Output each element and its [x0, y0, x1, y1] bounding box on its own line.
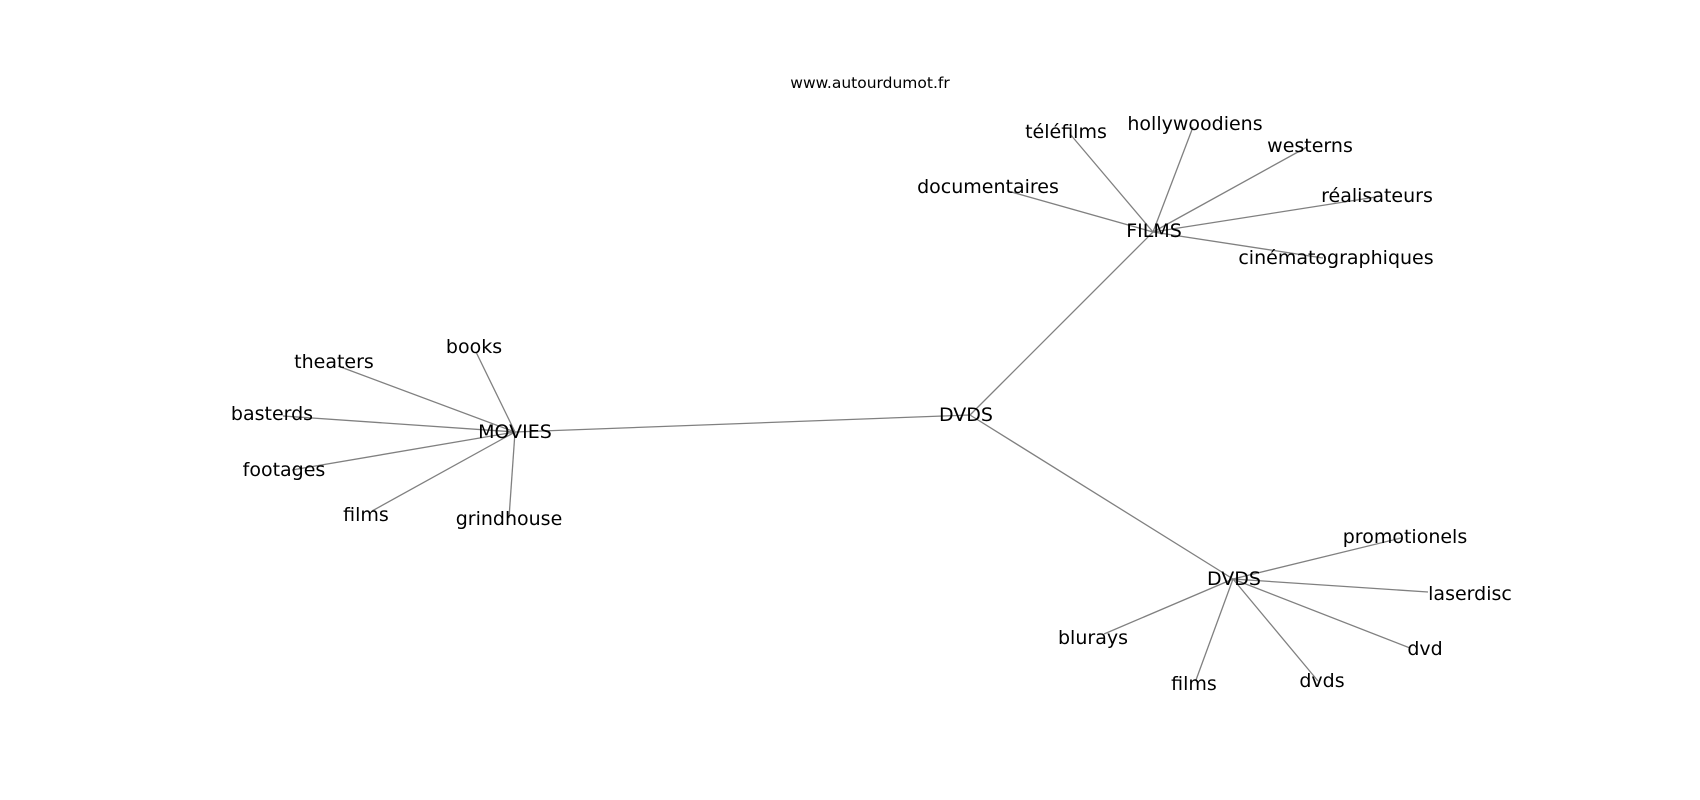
- edge-dvds_center-movies: [514, 414, 971, 433]
- graph-node-labels: DVDS MOVIES FILMS DVDS theaters books basterds…: [231, 113, 1512, 695]
- node-label-dvds-hub: DVDS: [1207, 568, 1261, 590]
- edge-dvds_hub-films_dvds: [1195, 578, 1234, 681]
- node-label-basterds: basterds: [231, 403, 313, 425]
- edge-dvds_center-films_hub: [969, 231, 1154, 416]
- edge-movies-theaters: [337, 365, 516, 433]
- edge-dvds_center-dvds_hub: [969, 414, 1234, 580]
- node-label-dvd: dvd: [1407, 638, 1442, 660]
- edge-movies-films_movies: [371, 431, 516, 512]
- node-label-films-hub: FILMS: [1126, 220, 1182, 242]
- node-label-realisateurs: réalisateurs: [1321, 185, 1433, 207]
- edge-films_hub-cinematographiques: [1152, 231, 1324, 259]
- edge-movies-basterds: [282, 415, 516, 433]
- node-label-hollywoodiens: hollywoodiens: [1127, 113, 1262, 135]
- node-label-books: books: [446, 336, 502, 358]
- node-label-dvds-center: DVDS: [939, 404, 993, 426]
- graph-edges: [282, 126, 1429, 682]
- node-label-westerns: westerns: [1267, 135, 1353, 157]
- edge-films_hub-hollywoodiens: [1152, 126, 1194, 233]
- watermark-text: www.autourdumot.fr: [790, 74, 950, 92]
- edge-films_hub-documentaires: [1007, 190, 1154, 233]
- node-label-films-movies: films: [343, 504, 389, 526]
- edge-movies-grindhouse: [508, 431, 516, 519]
- node-label-grindhouse: grindhouse: [456, 508, 563, 530]
- node-label-movies: MOVIES: [478, 421, 552, 443]
- edge-dvds_hub-dvds_leaf: [1232, 578, 1319, 682]
- node-label-theaters: theaters: [294, 351, 374, 373]
- node-label-cinematographiques: cinématographiques: [1238, 247, 1433, 269]
- edge-dvds_hub-promotionels: [1232, 537, 1402, 580]
- node-label-documentaires: documentaires: [917, 176, 1059, 198]
- node-label-films-dvds: films: [1171, 673, 1217, 695]
- edge-films_hub-westerns: [1152, 146, 1308, 233]
- node-label-blurays: blurays: [1058, 627, 1128, 649]
- node-label-dvds-leaf: dvds: [1299, 670, 1344, 692]
- edge-movies-books: [475, 351, 516, 433]
- edge-dvds_hub-blurays: [1103, 578, 1234, 635]
- edge-dvds_hub-dvd: [1232, 578, 1411, 649]
- edge-films_hub-telefilms: [1069, 133, 1154, 233]
- edge-movies-footages: [291, 431, 516, 471]
- node-label-footages: footages: [243, 459, 326, 481]
- node-label-promotionels: promotionels: [1343, 526, 1467, 548]
- edge-dvds_hub-laserdisc: [1232, 578, 1429, 593]
- node-label-telefilms: téléfilms: [1025, 121, 1107, 143]
- edge-films_hub-realisateurs: [1152, 196, 1377, 233]
- node-label-laserdisc: laserdisc: [1428, 583, 1512, 605]
